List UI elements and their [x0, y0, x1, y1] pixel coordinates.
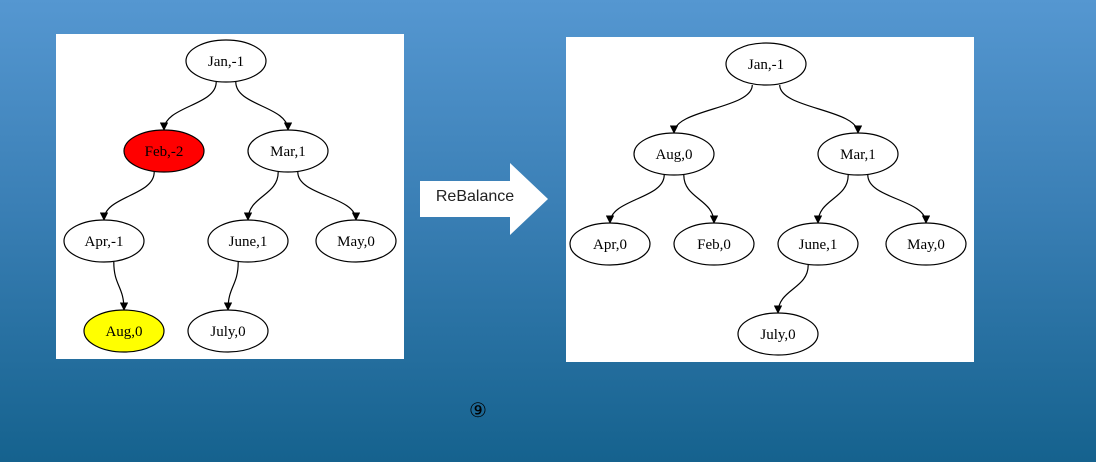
right-node-june: June,1 [777, 222, 859, 266]
right-node-july: July,0 [737, 312, 819, 356]
left-edge-jan-mar [235, 81, 293, 131]
left-edge-feb-apr [99, 171, 155, 221]
left-node-jan-shape [185, 39, 267, 83]
left-node-mar: Mar,1 [247, 129, 329, 173]
right-edge-mar-may [867, 174, 931, 224]
left-node-june-label: June,1 [229, 234, 268, 250]
left-node-mar-shape [247, 129, 329, 173]
left-edge-mar-june [243, 171, 279, 221]
left-node-may-shape [315, 219, 397, 263]
right-edge-june-july [773, 264, 809, 314]
right-node-apr-shape [569, 222, 651, 266]
right-node-feb: Feb,0 [673, 222, 755, 266]
right-node-may-shape [885, 222, 967, 266]
right-edge-jan-mar [779, 84, 863, 134]
right-node-june-shape [777, 222, 859, 266]
right-node-jan-shape [725, 42, 807, 86]
left-node-aug-label: Aug,0 [105, 324, 142, 340]
right-node-mar-shape [817, 132, 899, 176]
right-node-july-shape [737, 312, 819, 356]
right-node-aug: Aug,0 [633, 132, 715, 176]
left-node-apr-label: Apr,-1 [85, 234, 124, 250]
right-node-apr-label: Apr,0 [593, 237, 627, 253]
left-node-mar-label: Mar,1 [270, 144, 306, 160]
right-node-mar-label: Mar,1 [840, 147, 876, 163]
right-node-aug-label: Aug,0 [655, 147, 692, 163]
left-node-feb-label: Feb,-2 [145, 144, 184, 160]
rebalance-label: ReBalance [435, 188, 515, 205]
slide-number: ⑨ [469, 398, 487, 422]
right-edge-aug-feb [683, 174, 719, 224]
left-node-june-shape [207, 219, 289, 263]
right-edge-aug-apr [605, 174, 665, 224]
left-node-july-shape [187, 309, 269, 353]
right-node-jan-label: Jan,-1 [748, 57, 784, 73]
left-node-jan-label: Jan,-1 [208, 54, 244, 70]
right-node-may-label: May,0 [907, 237, 945, 253]
left-node-aug-shape [83, 309, 165, 353]
right-node-june-label: June,1 [799, 237, 838, 253]
right-node-apr: Apr,0 [569, 222, 651, 266]
left-node-apr-shape [63, 219, 145, 263]
right-node-feb-label: Feb,0 [697, 237, 731, 253]
left-node-aug: Aug,0 [83, 309, 165, 353]
left-edge-jan-feb [159, 81, 217, 131]
left-node-apr: Apr,-1 [63, 219, 145, 263]
left-edge-mar-may [297, 171, 361, 221]
right-node-mar: Mar,1 [817, 132, 899, 176]
rebalance-arrow [420, 163, 548, 235]
right-node-july-label: July,0 [760, 327, 795, 343]
left-node-may-label: May,0 [337, 234, 375, 250]
left-node-feb-shape [123, 129, 205, 173]
left-node-july-label: July,0 [210, 324, 245, 340]
left-node-feb: Feb,-2 [123, 129, 205, 173]
right-edge-mar-june [813, 174, 849, 224]
left-node-july: July,0 [187, 309, 269, 353]
left-node-may: May,0 [315, 219, 397, 263]
left-node-jan: Jan,-1 [185, 39, 267, 83]
right-node-feb-shape [673, 222, 755, 266]
left-node-june: June,1 [207, 219, 289, 263]
right-node-jan: Jan,-1 [725, 42, 807, 86]
right-edge-jan-aug [669, 84, 753, 134]
left-edge-apr-aug [113, 261, 129, 311]
right-node-may: May,0 [885, 222, 967, 266]
right-node-aug-shape [633, 132, 715, 176]
left-edge-june-july [223, 261, 239, 311]
